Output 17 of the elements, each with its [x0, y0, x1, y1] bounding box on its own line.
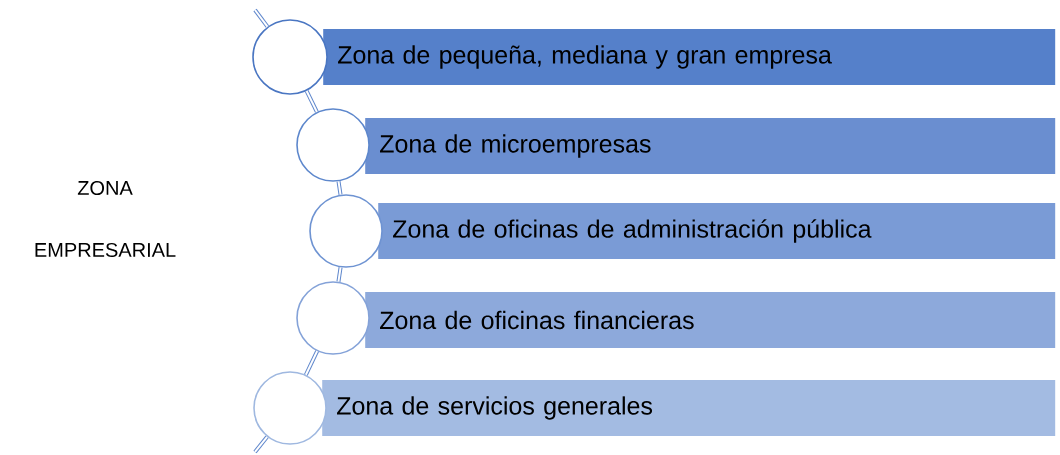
zone-bar: Zona de pequeña, mediana y gran empresa [323, 29, 1056, 85]
connector-line [304, 89, 319, 113]
circle-marker [252, 19, 328, 95]
circle-marker [296, 108, 370, 182]
zone-bar: Zona de servicios generales [322, 380, 1056, 436]
zone-bar: Zona de oficinas de administración pública [378, 203, 1056, 259]
connector-line [336, 180, 343, 196]
circle-marker [309, 194, 383, 268]
circle-marker [253, 371, 327, 445]
connector-line [304, 350, 319, 376]
connector-line [253, 435, 269, 454]
title-label: ZONA EMPRESARIAL [35, 180, 176, 258]
zone-bar: Zona de microempresas [365, 118, 1056, 174]
circle-marker [296, 281, 370, 355]
connector-line [253, 8, 270, 28]
zone-bar: Zona de oficinas financieras [365, 292, 1056, 348]
connector-line [336, 266, 343, 283]
